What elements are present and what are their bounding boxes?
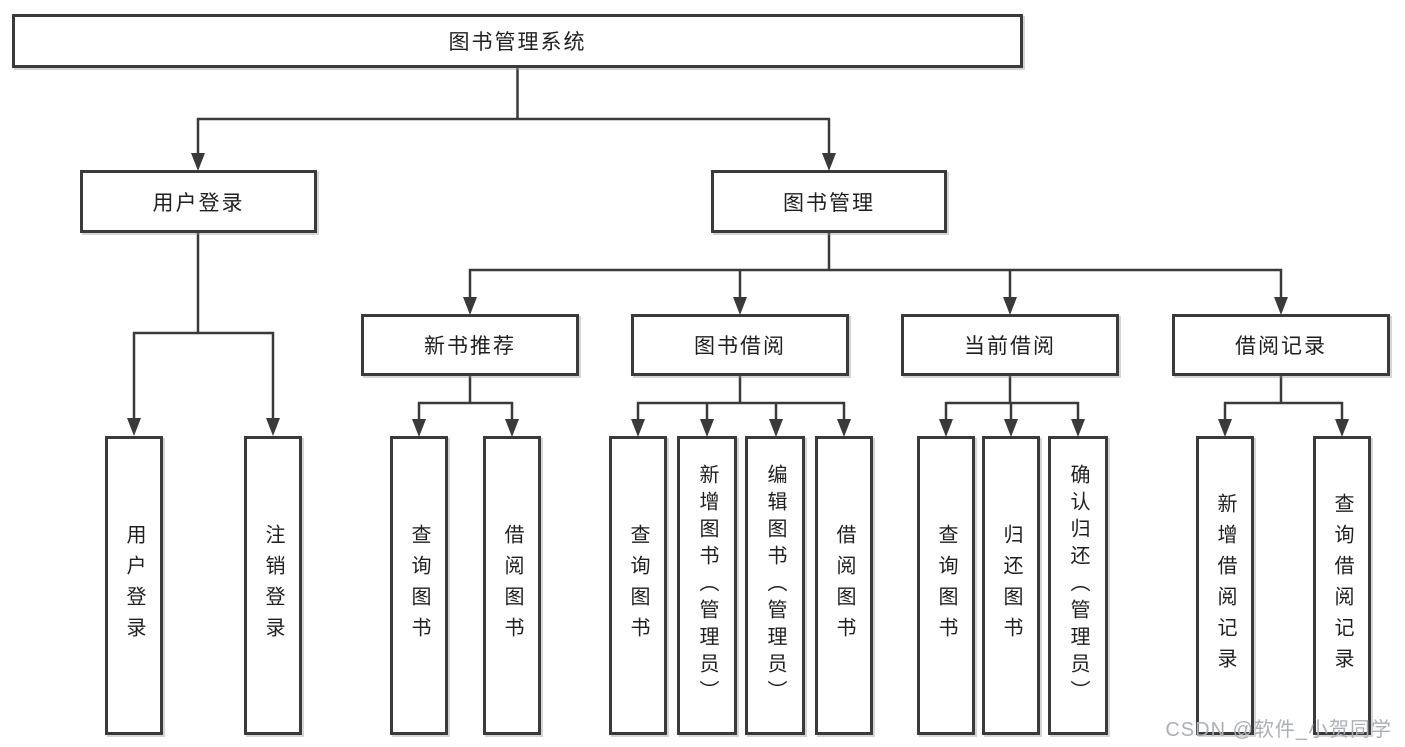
leaf-add-borrow-record: 新增借阅记录 (1196, 436, 1254, 735)
leaf-query-books-borrow: 查询图书 (609, 436, 667, 735)
leaf-return-book-label: 归还图书 (1000, 523, 1022, 648)
node-user-login: 用户登录 (80, 170, 317, 233)
leaf-query-books-current: 查询图书 (917, 436, 975, 735)
node-new-book-recommend: 新书推荐 (361, 314, 579, 376)
leaf-borrow-books-recommend: 借阅图书 (483, 436, 541, 735)
leaf-query-borrow-record: 查询借阅记录 (1313, 436, 1371, 735)
leaf-user-login-label: 用户登录 (123, 523, 145, 648)
leaf-borrow-books-label: 借阅图书 (833, 523, 855, 648)
leaf-add-book-admin: 新增图书（管理员） (677, 436, 737, 735)
leaf-query-books-borrow-label: 查询图书 (627, 523, 649, 648)
node-current-borrow-label: 当前借阅 (964, 335, 1056, 358)
node-new-book-recommend-label: 新书推荐 (424, 335, 516, 358)
leaf-borrow-books-recommend-label: 借阅图书 (501, 523, 523, 648)
leaf-query-books-recommend-label: 查询图书 (408, 523, 430, 648)
node-user-login-label: 用户登录 (152, 191, 245, 215)
node-book-borrow-label: 图书借阅 (694, 335, 786, 358)
node-book-management: 图书管理 (711, 170, 947, 233)
csdn-watermark: CSDN @软件_小贺同学 (1165, 719, 1392, 741)
arrowheads (127, 153, 1349, 437)
node-current-borrow: 当前借阅 (901, 314, 1119, 376)
leaf-add-book-admin-label: 新增图书（管理员） (696, 464, 718, 707)
leaf-query-books-recommend: 查询图书 (390, 436, 448, 735)
leaf-add-borrow-record-label: 新增借阅记录 (1214, 492, 1236, 679)
leaf-user-login: 用户登录 (105, 436, 163, 735)
leaf-query-borrow-record-label: 查询借阅记录 (1331, 492, 1353, 679)
leaf-confirm-return-admin-label: 确认归还（管理员） (1067, 464, 1089, 707)
leaf-query-books-current-label: 查询图书 (935, 523, 957, 648)
leaf-return-book: 归还图书 (982, 436, 1040, 735)
node-book-borrow: 图书借阅 (631, 314, 849, 376)
leaf-edit-book-admin: 编辑图书（管理员） (745, 436, 805, 735)
node-book-management-label: 图书管理 (783, 191, 875, 215)
leaf-edit-book-admin-label: 编辑图书（管理员） (764, 464, 786, 707)
node-borrow-records-label: 借阅记录 (1235, 335, 1327, 358)
leaf-borrow-books: 借阅图书 (815, 436, 873, 735)
node-library-system: 图书管理系统 (12, 14, 1023, 68)
connector-path (132, 66, 1344, 422)
node-borrow-records: 借阅记录 (1172, 314, 1390, 376)
leaf-logout-label: 注销登录 (262, 523, 284, 648)
node-library-system-label: 图书管理系统 (448, 31, 587, 54)
leaf-confirm-return-admin: 确认归还（管理员） (1048, 436, 1108, 735)
leaf-logout: 注销登录 (244, 436, 302, 735)
